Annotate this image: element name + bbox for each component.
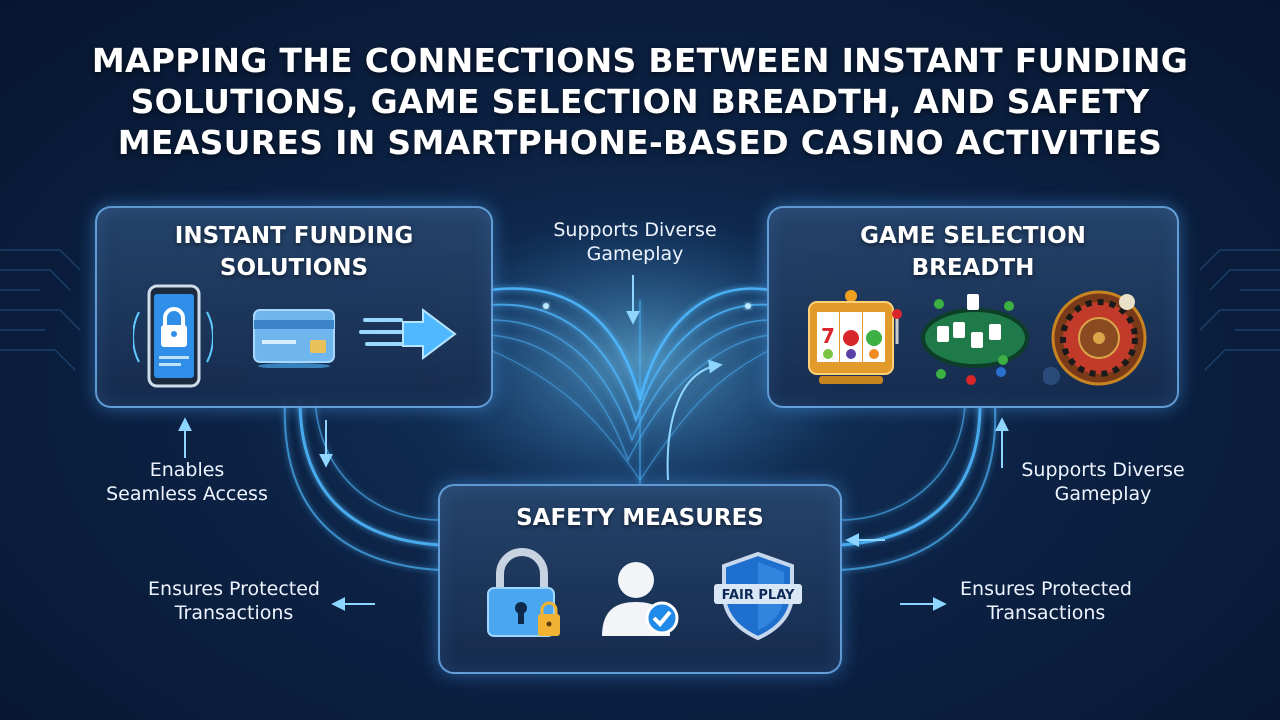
- credit-card-icon: [253, 309, 335, 368]
- fast-arrow-icon: [359, 308, 457, 360]
- edge-label-right-mid: Supports Diverse Gameplay: [1021, 459, 1185, 505]
- instant-funding-title: INSTANT FUNDING SOLUTIONS: [174, 223, 414, 281]
- title-line-1: MAPPING THE CONNECTIONS BETWEEN INSTANT …: [91, 41, 1189, 80]
- roulette-wheel-icon: [1043, 290, 1147, 386]
- game-selection-title: GAME SELECTION BREADTH: [860, 223, 1086, 281]
- smartphone-lock-icon: [133, 284, 213, 388]
- safety-measures-node: SAFETY MEASURES FAIR PLAY: [438, 484, 842, 674]
- edge-label-top-center: Supports Diverse Gameplay: [553, 219, 717, 265]
- svg-text:7: 7: [821, 324, 835, 348]
- instant-funding-node: INSTANT FUNDING SOLUTIONS: [95, 206, 493, 408]
- verified-user-icon: [602, 562, 679, 636]
- title-line-2: SOLUTIONS, GAME SELECTION BREADTH, AND S…: [130, 82, 1150, 121]
- poker-table-icon: [921, 294, 1029, 385]
- edge-label-left-bottom: Ensures Protected Transactions: [148, 578, 320, 624]
- circuit-lines-left: [0, 249, 81, 371]
- title-line-3: MEASURES IN SMARTPHONE-BASED CASINO ACTI…: [117, 123, 1163, 162]
- padlock-icon: [487, 548, 560, 637]
- safety-measures-title: SAFETY MEASURES: [516, 505, 764, 531]
- game-selection-node: GAME SELECTION BREADTH 7: [767, 206, 1179, 408]
- flow-lines: [283, 287, 997, 571]
- circuit-lines-right: [1199, 249, 1280, 371]
- fair-play-badge-text: FAIR PLAY: [722, 588, 795, 603]
- slot-machine-icon: 7: [808, 290, 902, 384]
- edge-label-left-mid: Enables Seamless Access: [106, 459, 268, 505]
- page-title: MAPPING THE CONNECTIONS BETWEEN INSTANT …: [60, 40, 1220, 163]
- arrows: [178, 275, 1009, 611]
- edge-label-right-bottom: Ensures Protected Transactions: [960, 578, 1132, 624]
- fair-play-shield-icon: FAIR PLAY: [714, 551, 802, 641]
